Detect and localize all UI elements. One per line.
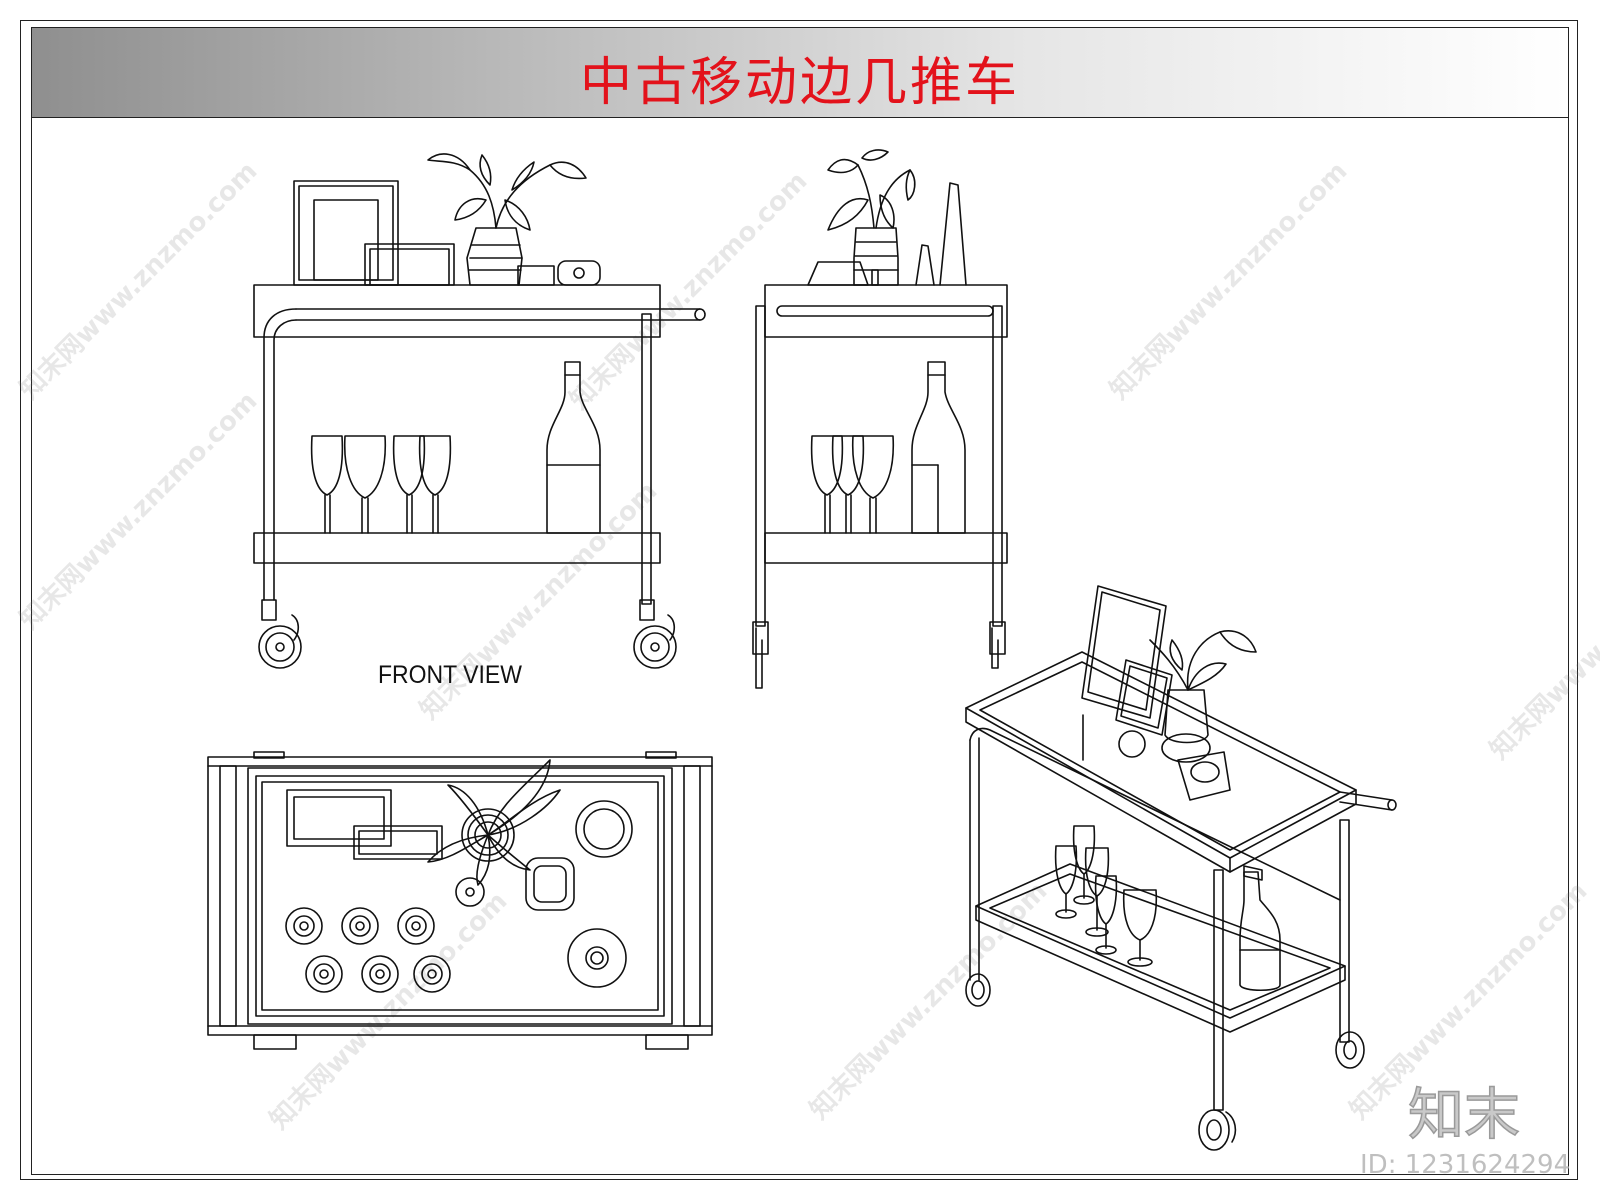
side-leg-right (992, 305, 1003, 627)
persp-wheel-front-right (1198, 1109, 1237, 1151)
front-frame-large (293, 180, 399, 286)
side-view (752, 149, 1008, 689)
side-caster-left (752, 621, 769, 689)
sheet-outer-border (20, 20, 1578, 1180)
persp-frame-small (1115, 659, 1173, 736)
front-vase (466, 227, 523, 286)
front-wheel-right (633, 599, 677, 669)
sheet-inner-border (31, 27, 1569, 1175)
persp-glasses (1054, 825, 1158, 967)
front-bottom-shelf (253, 532, 661, 564)
plan-outer (207, 756, 713, 1036)
persp-bottle (1239, 871, 1281, 992)
persp-fruit (1118, 730, 1146, 758)
plan-tray (247, 767, 673, 1025)
front-glasses (310, 435, 452, 534)
side-leg-left (755, 305, 766, 627)
side-frame-large (939, 182, 967, 286)
front-view-label: FRONT VIEW (378, 661, 522, 689)
persp-wheel-front-left (965, 973, 991, 1007)
front-view (253, 153, 706, 669)
persp-bottom-shelf (975, 863, 1346, 1019)
plan-frame-large (286, 789, 392, 847)
persp-wheel-back-right (1335, 1031, 1365, 1069)
side-glasses (810, 435, 895, 534)
plan-plant (427, 759, 561, 886)
title-bar: 中古移动边几推车 (32, 28, 1568, 118)
plan-glasses (285, 907, 451, 993)
persp-frame-large (1081, 585, 1167, 719)
plan-clock (525, 857, 575, 911)
side-plant (827, 149, 916, 231)
front-top-tray (253, 284, 661, 338)
plan-bowl (567, 928, 627, 988)
drawing-title: 中古移动边几推车 (579, 53, 1020, 113)
image-id: ID: 1231624294 (1360, 1150, 1571, 1180)
side-frame-small (915, 244, 935, 286)
plan-frame-small (353, 825, 443, 860)
front-wheel-left (258, 599, 302, 669)
persp-clock (1177, 751, 1231, 801)
brand-logo: 知末 (1407, 1082, 1521, 1149)
side-top-tray (764, 284, 1008, 338)
persp-handle (1339, 791, 1393, 801)
side-handle (776, 305, 994, 317)
front-leg-right (641, 313, 652, 605)
front-clock (557, 260, 601, 286)
persp-legs (969, 714, 1350, 1111)
front-plant (427, 153, 587, 231)
front-bottle (546, 361, 601, 534)
side-bottom-shelf (764, 532, 1008, 564)
side-caster-right (989, 621, 1006, 669)
perspective-view (965, 585, 1397, 1151)
plan-plate (575, 800, 633, 858)
plan-view (207, 751, 713, 1050)
persp-vase (1164, 689, 1209, 744)
plan-fruit (455, 877, 485, 907)
